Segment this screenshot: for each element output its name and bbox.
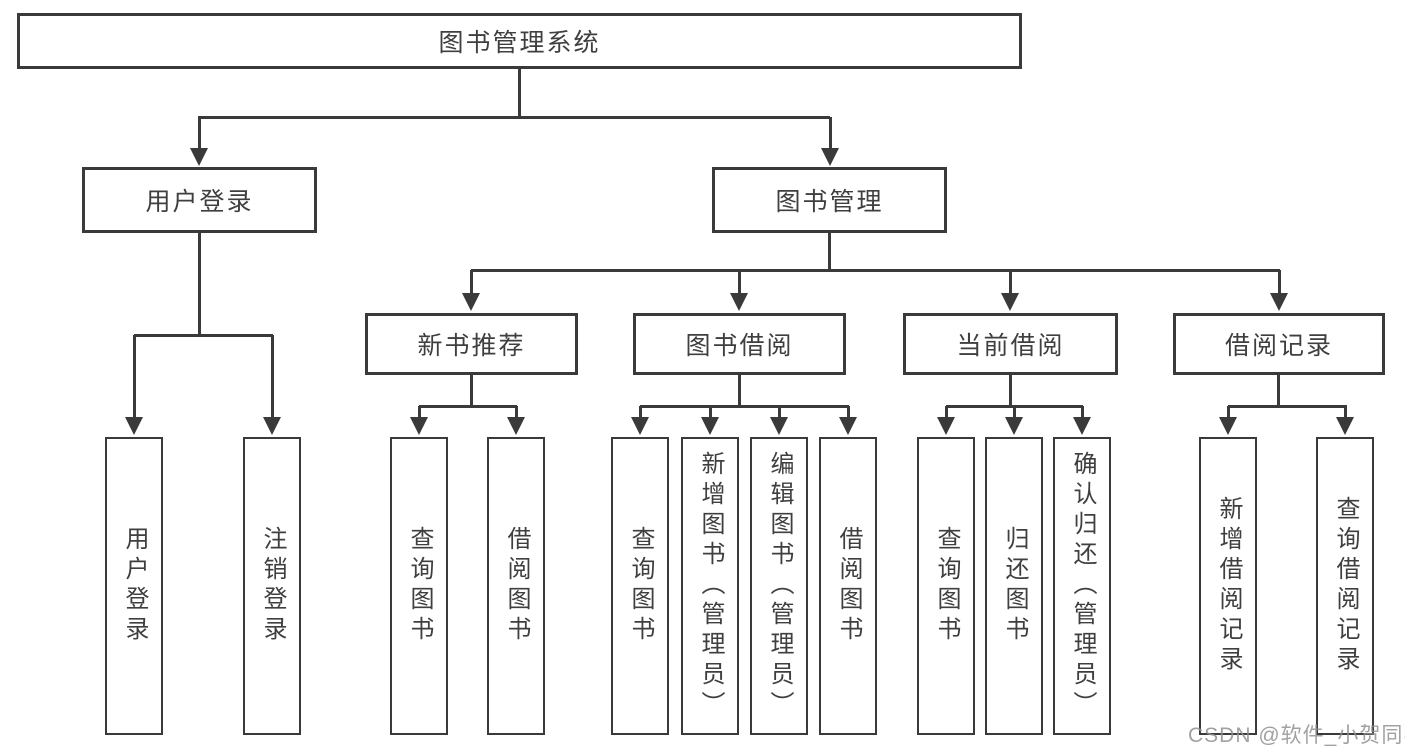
node-label: 新增借阅记录	[1215, 496, 1242, 676]
connector-user-login-stem	[198, 233, 201, 335]
node-borrow-records: 借阅记录	[1173, 313, 1385, 375]
node-label: 查询借阅记录	[1332, 496, 1359, 676]
arrow-records-query	[1336, 406, 1354, 435]
node-label: 用户登录	[121, 526, 148, 646]
arrow-newbook-query	[410, 406, 428, 435]
connector-borrow-stem	[738, 375, 741, 406]
arrow-borrow-borrow	[839, 406, 857, 435]
node-newbook-query-books: 查询图书	[390, 437, 448, 735]
arrow-borrow-query	[631, 406, 649, 435]
arrow-records-add	[1219, 406, 1237, 435]
connector-records-stem	[1277, 375, 1280, 406]
connector-level2-rail	[198, 116, 830, 119]
node-borrow-add-books-admin: 新增图书（管理员）	[681, 437, 739, 735]
connector-newbook-rail	[419, 405, 517, 408]
node-label: 编辑图书（管理员）	[766, 451, 793, 721]
node-current-confirm-return-admin: 确认归还（管理员）	[1053, 437, 1111, 735]
connector-newbook-stem	[470, 375, 473, 406]
node-current-return-books: 归还图书	[985, 437, 1043, 735]
connector-records-rail	[1228, 405, 1347, 408]
connector-current-stem	[1009, 375, 1012, 406]
node-label: 当前借阅	[956, 332, 1065, 360]
node-user-login: 用户登录	[105, 437, 163, 735]
connector-level3-rail	[471, 269, 1280, 272]
node-records-add-record: 新增借阅记录	[1199, 437, 1257, 735]
node-current-borrow: 当前借阅	[903, 313, 1118, 375]
node-label: 查询图书	[406, 526, 433, 646]
node-label: 注销登录	[259, 526, 286, 646]
arrow-borrow-add	[701, 406, 719, 435]
node-label: 归还图书	[1001, 526, 1028, 646]
connector-root-stem	[518, 69, 521, 117]
arrow-to-book-borrow	[730, 270, 748, 311]
node-borrow-query-books: 查询图书	[611, 437, 669, 735]
arrow-to-borrow-records	[1270, 270, 1288, 311]
arrow-borrow-edit	[770, 406, 788, 435]
node-label: 新增图书（管理员）	[697, 451, 724, 721]
arrow-to-user-login-group	[190, 117, 208, 166]
node-library-management-system: 图书管理系统	[17, 13, 1022, 69]
node-label: 查询图书	[933, 526, 960, 646]
node-new-book-recommend: 新书推荐	[365, 313, 578, 375]
node-label: 图书管理	[775, 188, 884, 216]
arrow-current-query	[937, 406, 955, 435]
arrow-to-logout	[263, 335, 281, 435]
node-label: 借阅图书	[503, 526, 530, 646]
node-label: 确认归还（管理员）	[1069, 451, 1096, 721]
arrow-newbook-borrow	[507, 406, 525, 435]
arrow-current-return	[1005, 406, 1023, 435]
node-book-borrow: 图书借阅	[633, 313, 846, 375]
node-label: 借阅图书	[835, 526, 862, 646]
node-book-management: 图书管理	[712, 167, 947, 233]
node-borrow-edit-books-admin: 编辑图书（管理员）	[750, 437, 808, 735]
arrow-current-confirm	[1073, 406, 1091, 435]
node-label: 用户登录	[145, 188, 254, 216]
arrow-to-current-borrow	[1001, 270, 1019, 311]
node-newbook-borrow-books: 借阅图书	[487, 437, 545, 735]
arrow-to-new-book-recommend	[462, 270, 480, 311]
node-records-query-record: 查询借阅记录	[1316, 437, 1374, 735]
connector-book-mgmt-stem	[828, 233, 831, 271]
node-label: 新书推荐	[417, 332, 526, 360]
node-user-login-group: 用户登录	[82, 167, 317, 233]
node-label: 图书管理系统	[438, 29, 601, 57]
node-current-query-books: 查询图书	[917, 437, 975, 735]
node-label: 查询图书	[627, 526, 654, 646]
node-label: 图书借阅	[685, 332, 794, 360]
csdn-watermark: CSDN @软件_小贺同学	[1188, 724, 1405, 747]
connector-user-login-rail	[134, 334, 273, 337]
node-borrow-borrow-books: 借阅图书	[819, 437, 877, 735]
arrow-to-book-management	[821, 117, 839, 166]
node-label: 借阅记录	[1224, 332, 1333, 360]
arrow-to-user-login	[125, 335, 143, 435]
connector-borrow-rail	[640, 405, 849, 408]
node-logout: 注销登录	[243, 437, 301, 735]
